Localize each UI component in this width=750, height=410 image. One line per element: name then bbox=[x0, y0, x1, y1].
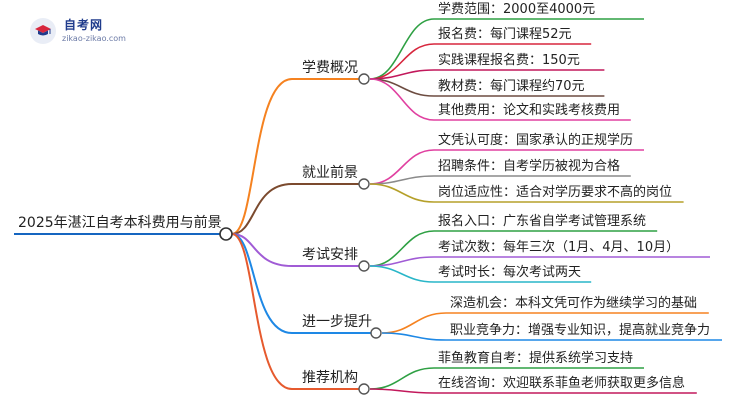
child-label: 报名入口：广东省自学考试管理系统 bbox=[438, 213, 646, 229]
branch-node bbox=[358, 383, 370, 395]
child-connector bbox=[369, 367, 435, 390]
child-label: 深造机会：本科文凭可作为继续学习的基础 bbox=[450, 295, 697, 311]
child-connector bbox=[369, 18, 435, 80]
branch-node bbox=[358, 178, 370, 190]
site-logo: 自考网 zikao-zikao.com bbox=[30, 16, 130, 50]
logo-badge bbox=[30, 18, 56, 44]
child-label: 学费范围：2000至4000元 bbox=[438, 1, 595, 17]
branch-label: 学费概况 bbox=[302, 60, 358, 76]
child-connector bbox=[381, 332, 447, 341]
root-topic: 2025年湛江自考本科费用与前景 bbox=[18, 214, 222, 231]
child-label: 文凭认可度：国家承认的正规学历 bbox=[438, 132, 633, 148]
child-connector bbox=[369, 78, 435, 97]
branch-connector bbox=[231, 78, 293, 235]
child-label: 招聘条件：自考学历被视为合格 bbox=[438, 158, 620, 174]
child-label: 教材费：每门课程约70元 bbox=[438, 78, 585, 94]
branch-label: 就业前景 bbox=[302, 164, 358, 181]
branch-label: 推荐机构 bbox=[302, 370, 358, 386]
branch-node bbox=[370, 327, 382, 339]
branch-connector bbox=[231, 233, 293, 390]
child-label: 其他费用：论文和实践考核费用 bbox=[438, 103, 620, 118]
graduation-cap-icon bbox=[35, 25, 51, 36]
child-label: 职业竞争力：增强专业知识，提高就业竞争力 bbox=[450, 322, 710, 338]
child-connector bbox=[369, 388, 435, 394]
child-label: 考试次数：每年三次（1月、4月、10月） bbox=[438, 239, 679, 255]
root-node bbox=[219, 227, 233, 241]
logo-title: 自考网 bbox=[64, 18, 104, 32]
child-connector bbox=[369, 183, 435, 203]
branch-node bbox=[358, 73, 370, 85]
logo-url: zikao-zikao.com bbox=[62, 34, 126, 43]
child-label: 岗位适应性：适合对学历要求不高的岗位 bbox=[438, 184, 672, 200]
child-label: 报名费：每门课程52元 bbox=[438, 26, 572, 42]
branch-connector bbox=[231, 233, 293, 334]
child-label: 在线咨询：欢迎联系菲鱼老师获取更多信息 bbox=[438, 375, 685, 391]
child-connector bbox=[369, 149, 435, 185]
branch-connector bbox=[231, 183, 293, 235]
branch-node bbox=[358, 260, 370, 272]
child-connector bbox=[369, 265, 435, 283]
child-label: 实践课程报名费：150元 bbox=[438, 52, 580, 68]
branch-label: 考试安排 bbox=[302, 247, 358, 263]
child-connector bbox=[369, 78, 435, 121]
child-label: 菲鱼教育自考：提供系统学习支持 bbox=[438, 350, 633, 366]
branch-connector bbox=[231, 233, 293, 267]
child-connector bbox=[381, 312, 447, 334]
branch-label: 进一步提升 bbox=[302, 314, 372, 330]
child-label: 考试时长：每次考试两天 bbox=[438, 264, 581, 280]
